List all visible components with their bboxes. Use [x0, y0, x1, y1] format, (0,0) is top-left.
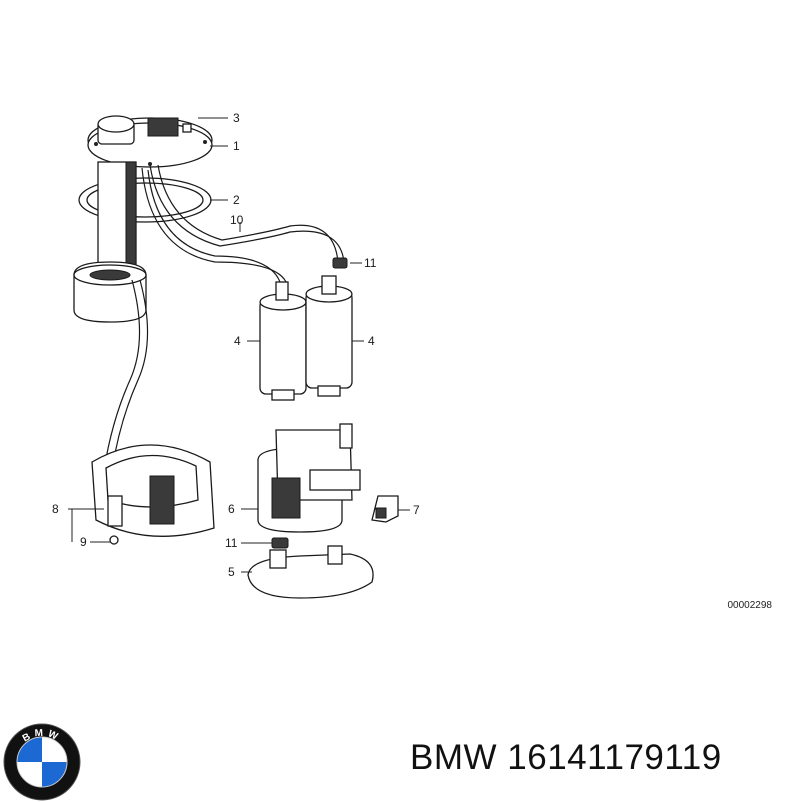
callout-1: 1	[233, 139, 240, 153]
callout-4-left: 4	[234, 334, 241, 348]
callout-2: 2	[233, 193, 240, 207]
washer	[109, 535, 119, 545]
standpipe	[73, 161, 147, 323]
fuel-pump-right	[305, 275, 353, 397]
drawing-number: 00002298	[727, 600, 773, 611]
fuel-hoses	[103, 164, 345, 471]
callout-3: 3	[233, 111, 240, 125]
tank-collar	[91, 444, 215, 537]
callout-7: 7	[413, 503, 420, 517]
callout-11-lower: 11	[225, 536, 238, 550]
hose-clamp-upper	[332, 257, 348, 269]
callout-9: 9	[80, 535, 87, 549]
hose-clamp-lower	[271, 537, 289, 549]
leader-lines	[68, 117, 410, 573]
pump-holder	[257, 423, 361, 533]
flange-assembly	[87, 115, 213, 168]
callout-5: 5	[228, 565, 235, 579]
fuel-pump-left	[259, 281, 307, 401]
callout-4-right: 4	[368, 334, 375, 348]
bmw-logo: BMW	[3, 723, 81, 801]
callout-10: 10	[230, 213, 244, 227]
part-number-title: BMW 16141179119	[410, 738, 722, 777]
callout-8: 8	[52, 502, 59, 516]
base-plate	[247, 545, 374, 599]
callout-6: 6	[228, 502, 235, 516]
callout-11-upper: 11	[364, 256, 377, 270]
retaining-clip	[371, 495, 399, 523]
